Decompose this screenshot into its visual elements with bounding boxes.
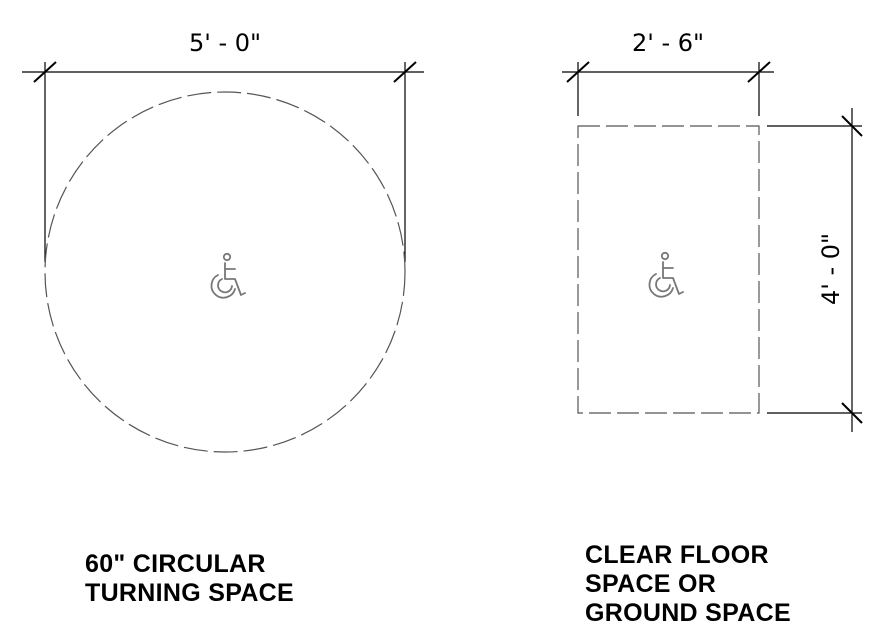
tick-mark-right <box>393 61 417 83</box>
wheelchair-icon <box>210 252 246 299</box>
floor-space-height-label: 4' - 0" <box>817 233 845 305</box>
turning-space-caption: 60" CIRCULAR TURNING SPACE <box>85 550 294 608</box>
caption-line: SPACE OR <box>585 570 717 598</box>
tick-mark-bottom <box>841 402 863 424</box>
tick-mark-top <box>841 115 863 137</box>
tick-mark-right <box>747 61 771 83</box>
clear-floor-space-outline <box>577 125 760 414</box>
floor-space-width-label: 2' - 6" <box>632 29 704 57</box>
tick-mark-left <box>33 61 57 83</box>
turning-space-dimension: 5' - 0" <box>22 29 424 262</box>
caption-line: GROUND SPACE <box>585 599 791 627</box>
floor-space-width-dimension: 2' - 6" <box>562 29 774 116</box>
wheelchair-icon <box>648 251 684 298</box>
caption-line: TURNING SPACE <box>85 579 295 607</box>
floor-space-height-dimension: 4' - 0" <box>767 108 863 432</box>
turning-circle <box>44 91 406 453</box>
turning-space-dimension-label: 5' - 0" <box>189 29 261 57</box>
tick-mark-left <box>566 61 590 83</box>
floor-space-caption: CLEAR FLOOR SPACE OR GROUND SPACE <box>585 541 791 628</box>
caption-line: 60" CIRCULAR <box>85 550 266 578</box>
caption-line: CLEAR FLOOR <box>585 541 769 569</box>
